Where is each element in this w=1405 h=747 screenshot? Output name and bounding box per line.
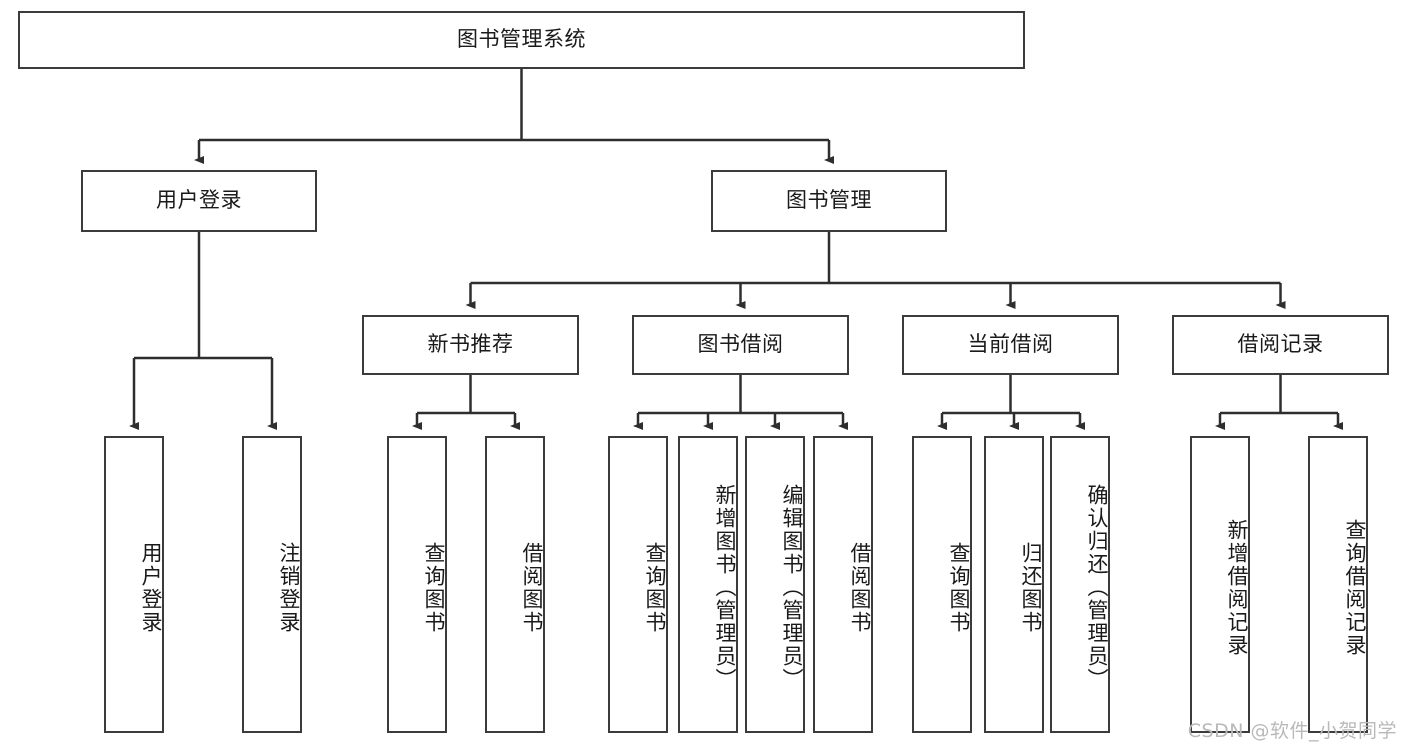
node-query-record[interactable]: 查询借阅记录 — [1308, 436, 1368, 733]
node-return-book[interactable]: 归还图书 — [984, 436, 1044, 733]
node-label: 用户登录 — [139, 541, 163, 634]
node-label: 查询图书 — [643, 541, 667, 634]
node-current-borrow[interactable]: 当前借阅 — [902, 315, 1119, 375]
node-label: 新增图书（管理员） — [713, 484, 737, 691]
node-label: 查询图书 — [422, 541, 446, 634]
node-borrow-book-rec[interactable]: 借阅图书 — [485, 436, 545, 733]
node-label: 借阅图书 — [848, 541, 872, 634]
node-add-book[interactable]: 新增图书（管理员） — [678, 436, 738, 733]
node-borrow-record[interactable]: 借阅记录 — [1172, 315, 1389, 375]
node-root-label: 图书管理系统 — [457, 27, 586, 52]
node-label: 借阅图书 — [520, 541, 544, 634]
node-root[interactable]: 图书管理系统 — [18, 11, 1025, 69]
node-current-borrow-label: 当前借阅 — [967, 332, 1054, 357]
node-label: 查询借阅记录 — [1343, 518, 1367, 657]
node-confirm-return[interactable]: 确认归还（管理员） — [1050, 436, 1110, 733]
node-new-book-recommend[interactable]: 新书推荐 — [362, 315, 579, 375]
node-label: 注销登录 — [277, 541, 301, 634]
node-query-book-borrow[interactable]: 查询图书 — [608, 436, 668, 733]
node-query-book-cur[interactable]: 查询图书 — [912, 436, 972, 733]
node-label: 新增借阅记录 — [1225, 518, 1249, 657]
node-borrow-book[interactable]: 借阅图书 — [813, 436, 873, 733]
node-book-management-label: 图书管理 — [786, 188, 872, 213]
node-label: 归还图书 — [1019, 541, 1043, 634]
node-logout[interactable]: 注销登录 — [242, 436, 302, 733]
node-query-book-rec[interactable]: 查询图书 — [387, 436, 447, 733]
node-borrow-record-label: 借阅记录 — [1237, 332, 1324, 357]
node-book-management[interactable]: 图书管理 — [711, 170, 947, 232]
node-edit-book[interactable]: 编辑图书（管理员） — [745, 436, 805, 733]
node-book-borrow-label: 图书借阅 — [697, 332, 784, 357]
node-user-login[interactable]: 用户登录 — [104, 436, 164, 733]
node-user-login[interactable]: 用户登录 — [81, 170, 317, 232]
node-user-login-label: 用户登录 — [156, 188, 242, 213]
node-new-book-recommend-label: 新书推荐 — [427, 332, 514, 357]
node-label: 确认归还（管理员） — [1085, 484, 1109, 691]
watermark: CSDN @软件_小贺同学 — [1187, 720, 1397, 742]
node-add-record[interactable]: 新增借阅记录 — [1190, 436, 1250, 733]
node-label: 查询图书 — [947, 541, 971, 634]
node-book-borrow[interactable]: 图书借阅 — [632, 315, 849, 375]
node-label: 编辑图书（管理员） — [780, 484, 804, 691]
